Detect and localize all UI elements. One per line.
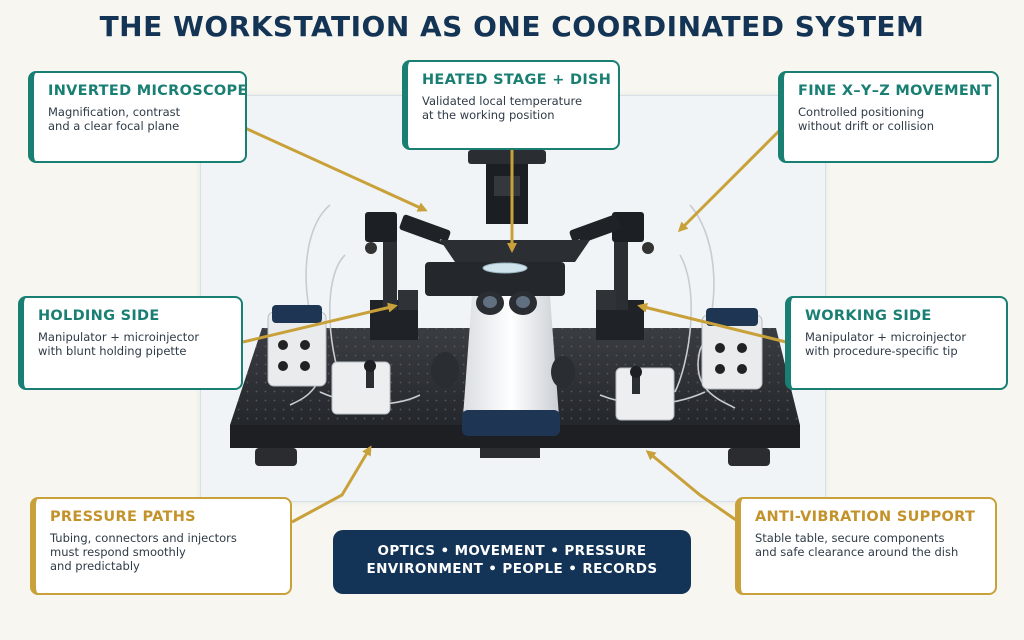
card-heading: ANTI-VIBRATION SUPPORT xyxy=(755,509,976,525)
card-description: Validated local temperature at the worki… xyxy=(422,94,583,122)
card-fine-xyz-movement: FINE X–Y–Z MOVEMENT Controlled positioni… xyxy=(778,71,999,163)
holding-side-microinjector xyxy=(267,305,327,387)
card-holding-side: HOLDING SIDE Manipulator + microinjector… xyxy=(18,296,243,390)
working-side-joystick xyxy=(615,366,675,421)
card-working-side: WORKING SIDE Manipulator + microinjector… xyxy=(785,296,1008,390)
working-side-microinjector xyxy=(701,308,763,390)
card-heading: HEATED STAGE + DISH xyxy=(422,72,612,88)
card-description: Manipulator + microinjector with procedu… xyxy=(805,330,967,358)
summary-banner: OPTICS • MOVEMENT • PRESSURE ENVIRONMENT… xyxy=(333,530,691,594)
card-description: Controlled positioning without drift or … xyxy=(798,105,934,133)
card-anti-vibration-support: ANTI-VIBRATION SUPPORT Stable table, sec… xyxy=(735,497,997,595)
card-inverted-microscope: INVERTED MICROSCOPE Magnification, contr… xyxy=(28,71,247,163)
card-description: Stable table, secure components and safe… xyxy=(755,531,959,559)
card-heading: PRESSURE PATHS xyxy=(50,509,196,525)
arrow-working-side xyxy=(637,302,787,344)
arrow-inverted-microscope xyxy=(244,126,428,212)
callout-arrows xyxy=(242,126,787,524)
card-description: Manipulator + microinjector with blunt h… xyxy=(38,330,200,358)
card-pressure-paths: PRESSURE PATHS Tubing, connectors and in… xyxy=(30,497,292,595)
summary-line-1: OPTICS • MOVEMENT • PRESSURE xyxy=(377,543,647,559)
arrow-fine-xyz xyxy=(677,126,784,233)
card-heading: FINE X–Y–Z MOVEMENT xyxy=(798,83,992,99)
arrow-anti-vibration xyxy=(645,450,737,522)
arrow-pressure-paths xyxy=(291,445,372,524)
page-title: THE WORKSTATION AS ONE COORDINATED SYSTE… xyxy=(99,10,925,43)
summary-line-2: ENVIRONMENT • PEOPLE • RECORDS xyxy=(366,561,658,577)
card-heated-stage: HEATED STAGE + DISH Validated local temp… xyxy=(402,60,620,150)
card-heading: INVERTED MICROSCOPE xyxy=(48,83,248,99)
holding-side-joystick xyxy=(331,360,391,415)
card-heading: WORKING SIDE xyxy=(805,308,932,324)
card-description: Magnification, contrast and a clear foca… xyxy=(48,105,181,133)
inverted-microscope xyxy=(425,150,590,436)
arrow-holding-side xyxy=(242,302,398,344)
card-heading: HOLDING SIDE xyxy=(38,308,160,324)
card-description: Tubing, connectors and injectors must re… xyxy=(50,531,237,573)
